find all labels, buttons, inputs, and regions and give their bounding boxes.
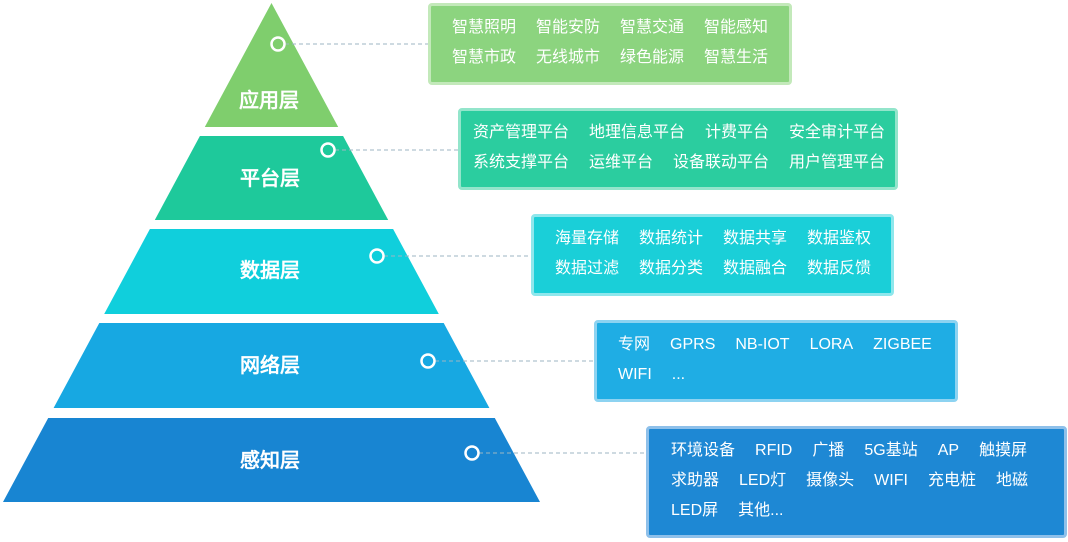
perception-item: RFID bbox=[755, 442, 793, 459]
network-item: GPRS bbox=[670, 336, 716, 353]
network-layer-marker bbox=[420, 353, 436, 369]
perception-items-row: 求助器 LED灯 摄像头 WIFI 充电桩 地磁 bbox=[671, 466, 1052, 496]
perception-item: WIFI bbox=[874, 472, 908, 489]
perception-layer-marker bbox=[464, 445, 480, 461]
data-items-row: 海量存储 数据统计 数据共享 数据鉴权 bbox=[555, 224, 879, 254]
data-item: 数据统计 bbox=[639, 230, 704, 247]
data-item: 数据分类 bbox=[639, 260, 704, 277]
platform-items-row: 系统支撑平台 运维平台 设备联动平台 用户管理平台 bbox=[473, 148, 886, 178]
perception-item: 求助器 bbox=[671, 472, 720, 489]
perception-layer: 感知层 bbox=[3, 418, 646, 502]
network-layer: 网络层 bbox=[53, 323, 594, 408]
application-items-row: 智慧照明 智能安防 智慧交通 智能感知 bbox=[452, 13, 777, 43]
platform-layer-panel: 资产管理平台 地理信息平台 计费平台 安全审计平台 系统支撑平台 运维平台 设备… bbox=[458, 108, 898, 190]
network-item: LORA bbox=[809, 336, 854, 353]
platform-layer-label: 平台层 bbox=[240, 166, 300, 190]
network-item: ... bbox=[671, 366, 686, 383]
data-item: 数据鉴权 bbox=[807, 230, 872, 247]
application-items-row: 智慧市政 无线城市 绿色能源 智慧生活 bbox=[452, 43, 777, 73]
perception-item: 广播 bbox=[812, 442, 845, 459]
perception-item: LED屏 bbox=[671, 502, 719, 519]
application-item: 智慧市政 bbox=[452, 49, 517, 66]
application-item: 智慧交通 bbox=[620, 19, 685, 36]
perception-item: 其他... bbox=[738, 502, 784, 519]
perception-items-row: LED屏 其他... bbox=[671, 496, 1052, 526]
perception-layer-label: 感知层 bbox=[240, 448, 300, 472]
perception-item: 摄像头 bbox=[806, 472, 855, 489]
application-layer-shape bbox=[204, 3, 339, 127]
network-item: 专网 bbox=[618, 336, 651, 353]
data-item: 数据过滤 bbox=[555, 260, 620, 277]
perception-item: 触摸屏 bbox=[979, 442, 1028, 459]
data-layer-shape bbox=[104, 229, 439, 314]
perception-item: LED灯 bbox=[739, 472, 787, 489]
application-item: 智慧生活 bbox=[704, 49, 769, 66]
network-layer-panel: 专网 GPRS NB-IOT LORA ZIGBEE WIFI ... bbox=[594, 320, 958, 402]
platform-item: 设备联动平台 bbox=[673, 154, 770, 171]
data-items-row: 数据过滤 数据分类 数据融合 数据反馈 bbox=[555, 254, 879, 284]
platform-layer: 平台层 bbox=[154, 136, 458, 220]
application-layer-label: 应用层 bbox=[239, 88, 299, 112]
data-layer-marker bbox=[369, 248, 385, 264]
perception-item: 5G基站 bbox=[864, 442, 918, 459]
network-layer-shape bbox=[53, 323, 490, 408]
application-layer: 应用层 bbox=[204, 3, 428, 127]
application-item: 无线城市 bbox=[536, 49, 601, 66]
perception-item: 环境设备 bbox=[671, 442, 736, 459]
application-layer-marker bbox=[270, 36, 286, 52]
data-item: 数据反馈 bbox=[807, 260, 872, 277]
network-item: ZIGBEE bbox=[873, 336, 932, 353]
network-items-row: WIFI ... bbox=[618, 360, 943, 390]
perception-items-row: 环境设备 RFID 广播 5G基站 AP 触摸屏 bbox=[671, 436, 1052, 466]
application-item: 绿色能源 bbox=[620, 49, 685, 66]
application-item: 智慧照明 bbox=[452, 19, 517, 36]
data-layer-label: 数据层 bbox=[240, 258, 300, 282]
network-layer-label: 网络层 bbox=[240, 353, 300, 377]
perception-item: 充电桩 bbox=[927, 472, 976, 489]
data-layer: 数据层 bbox=[104, 229, 531, 314]
perception-layer-panel: 环境设备 RFID 广播 5G基站 AP 触摸屏 求助器 LED灯 摄像头 WI… bbox=[646, 426, 1067, 538]
platform-items-row: 资产管理平台 地理信息平台 计费平台 安全审计平台 bbox=[473, 118, 886, 148]
platform-item: 安全审计平台 bbox=[789, 124, 886, 141]
application-item: 智能安防 bbox=[536, 19, 601, 36]
network-item: NB-IOT bbox=[735, 336, 790, 353]
platform-item: 用户管理平台 bbox=[789, 154, 886, 171]
platform-item: 资产管理平台 bbox=[473, 124, 570, 141]
platform-layer-marker bbox=[320, 142, 336, 158]
data-item: 数据融合 bbox=[723, 260, 788, 277]
platform-item: 地理信息平台 bbox=[589, 124, 686, 141]
perception-item: 地磁 bbox=[995, 472, 1028, 489]
application-item: 智能感知 bbox=[704, 19, 769, 36]
data-item: 数据共享 bbox=[723, 230, 788, 247]
data-layer-panel: 海量存储 数据统计 数据共享 数据鉴权 数据过滤 数据分类 数据融合 数据反馈 bbox=[531, 214, 894, 296]
perception-item: AP bbox=[937, 442, 960, 459]
network-item: WIFI bbox=[618, 366, 652, 383]
platform-item: 计费平台 bbox=[705, 124, 770, 141]
perception-layer-shape bbox=[3, 418, 540, 502]
data-item: 海量存储 bbox=[555, 230, 620, 247]
platform-item: 系统支撑平台 bbox=[473, 154, 570, 171]
platform-item: 运维平台 bbox=[589, 154, 654, 171]
network-items-row: 专网 GPRS NB-IOT LORA ZIGBEE bbox=[618, 330, 943, 360]
application-layer-panel: 智慧照明 智能安防 智慧交通 智能感知 智慧市政 无线城市 绿色能源 智慧生活 bbox=[428, 3, 792, 85]
